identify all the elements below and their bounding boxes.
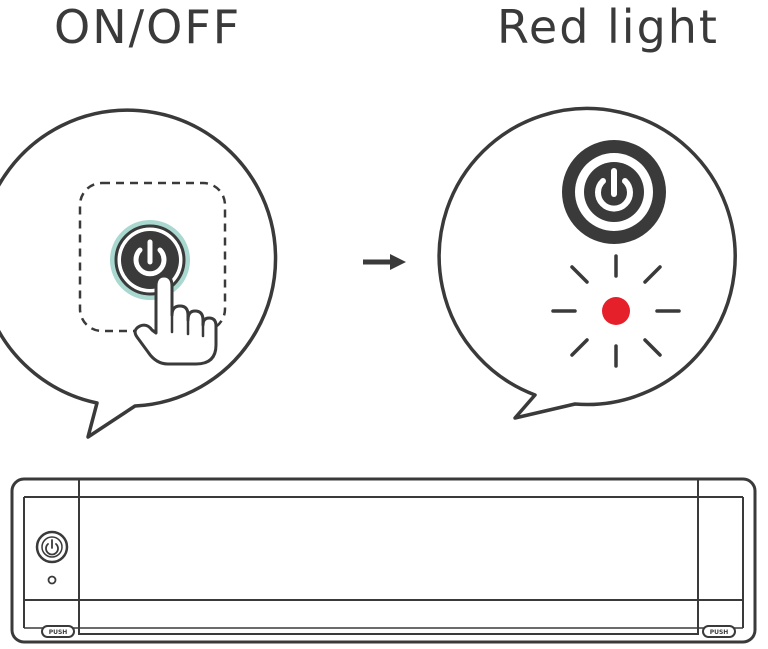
push-tab-left[interactable]: PUSH xyxy=(42,626,74,637)
push-label-left: PUSH xyxy=(49,629,68,636)
device-indicator-light xyxy=(49,577,56,584)
left-speech-bubble xyxy=(0,110,276,437)
power-icon xyxy=(562,140,666,244)
device-power-button[interactable] xyxy=(37,532,67,562)
right-speech-bubble xyxy=(439,109,735,418)
arrow-right-icon xyxy=(363,254,406,270)
printer-device: PUSH PUSH xyxy=(12,479,755,642)
power-icon xyxy=(110,220,190,300)
push-label-right: PUSH xyxy=(710,629,729,636)
push-tab-right[interactable]: PUSH xyxy=(703,626,735,637)
